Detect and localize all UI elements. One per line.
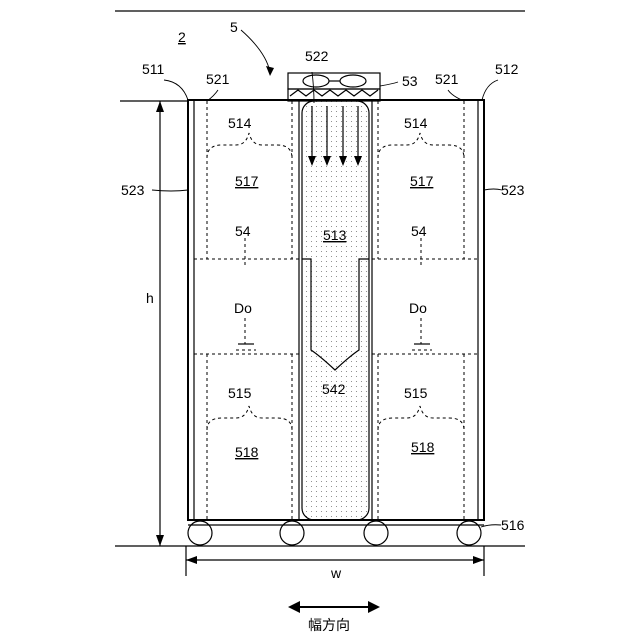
brace-514-left [207, 133, 292, 158]
do-marker-right [412, 318, 432, 350]
ref-515-left: 515 [228, 385, 252, 401]
ref-518-right: 518 [411, 439, 435, 455]
do-left: Do [234, 300, 252, 316]
brace-515-right [378, 406, 464, 430]
height-dimension [156, 101, 164, 546]
label-h: h [146, 290, 154, 306]
ref-521-right: 521 [435, 71, 459, 87]
ref-513: 513 [323, 227, 347, 243]
ref-516: 516 [501, 517, 525, 533]
ref-522: 522 [305, 48, 329, 64]
ref-512: 512 [495, 61, 519, 77]
ref-5: 5 [230, 19, 238, 35]
ref-54-left: 54 [235, 223, 251, 239]
do-right: Do [409, 300, 427, 316]
do-marker-left [236, 318, 256, 350]
ref-517-left: 517 [235, 173, 259, 189]
ref-514-right: 514 [404, 115, 428, 131]
direction-label: 幅方向 [308, 617, 350, 633]
ref-521-left: 521 [206, 71, 230, 87]
ref-515-right: 515 [404, 385, 428, 401]
fan-unit-53 [288, 73, 380, 101]
ref-2: 2 [178, 29, 186, 45]
ref-523-left: 523 [121, 182, 145, 198]
brace-515-left [207, 406, 292, 430]
ref-54-right: 54 [411, 223, 427, 239]
ref-518-left: 518 [235, 444, 259, 460]
ref-514-left: 514 [228, 115, 252, 131]
label-w: w [330, 565, 342, 581]
ref-523-right: 523 [501, 182, 525, 198]
ref-542: 542 [322, 381, 346, 397]
ref-53: 53 [402, 73, 418, 89]
brace-514-right [378, 133, 464, 158]
direction-arrow [288, 601, 380, 613]
ref-511: 511 [142, 61, 165, 77]
ref-517-right: 517 [410, 173, 434, 189]
